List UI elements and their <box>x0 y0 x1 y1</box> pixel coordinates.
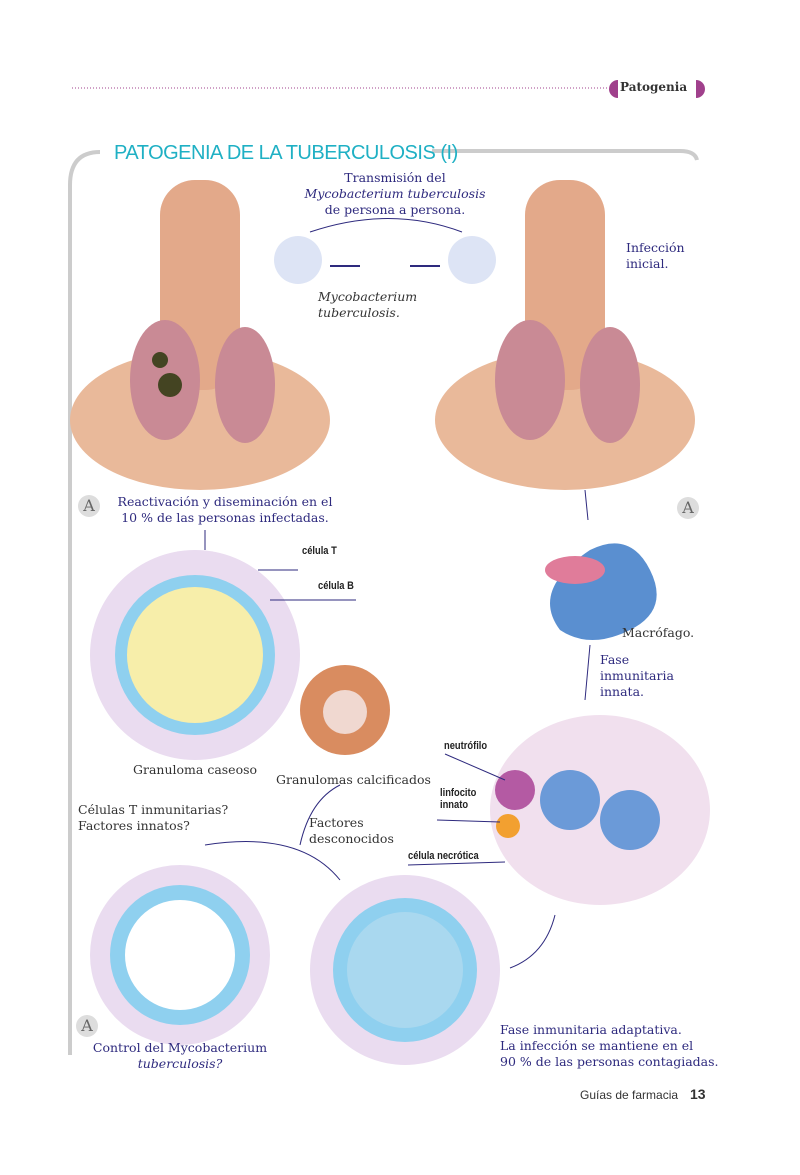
page-number: 13 <box>690 1086 706 1102</box>
adaptive-granuloma <box>310 875 500 1065</box>
caseous-granuloma <box>90 550 300 760</box>
label-line: Control del Mycobacterium <box>92 1040 268 1055</box>
caseous-label: Granuloma caseoso <box>133 762 258 777</box>
control-granuloma <box>90 865 270 1045</box>
arrow <box>309 218 463 233</box>
right-body-figure <box>435 180 695 490</box>
cell-t-label: célula T <box>302 545 337 557</box>
tag-cap-left <box>609 80 618 98</box>
cell-b-label: célula B <box>318 580 354 592</box>
macrophage-label: Macrófago. <box>622 625 695 640</box>
badge-a: A <box>78 495 100 517</box>
caption-line: Mycobacterium tuberculosis <box>304 186 486 201</box>
label-line: Mycobacterium <box>318 289 418 304</box>
innate-phase-label: Fase inmunitaria innata. <box>600 652 674 699</box>
tag-cap-right <box>696 80 705 98</box>
label-line: tuberculosis. <box>318 305 400 320</box>
innate-lymph-label: linfocito innato <box>440 787 477 811</box>
bacteria-cluster-2 <box>448 236 496 284</box>
label-line: tuberculosis? <box>137 1056 223 1071</box>
calcified-label: Granulomas calcificados <box>276 772 431 787</box>
necrotic-label: célula necrótica <box>408 850 479 862</box>
footer-text: Guías de farmacia <box>580 1088 679 1102</box>
infection-label: Infección inicial. <box>626 240 685 271</box>
innate-cluster <box>490 715 710 905</box>
badge-a: A <box>76 1015 98 1037</box>
label-line: Fase inmunitaria adaptativa. <box>500 1022 682 1037</box>
calcified-granuloma <box>300 665 390 755</box>
caption-line: Transmisión del <box>344 170 446 185</box>
neutrophil-label: neutrófilo <box>444 740 488 752</box>
reactivation-label: Reactivación y diseminación en el 10 % d… <box>117 494 333 525</box>
left-body-figure <box>70 180 330 490</box>
adaptive-label: Fase inmunitaria adaptativa.La infección… <box>500 1022 719 1070</box>
label-line: Factores innatos? <box>78 818 190 833</box>
unknown-factors-label: Factores desconocidos <box>309 815 394 846</box>
label-line: 90 % de las personas contagiadas. <box>500 1054 719 1069</box>
section-tag: Patogenia <box>620 80 688 94</box>
label-line: Células T inmunitarias? <box>78 802 229 817</box>
caption-line: de persona a persona. <box>324 202 466 217</box>
frame <box>68 150 101 1055</box>
page-title: PATOGENIA DE LA TUBERCULOSIS (I) <box>114 142 458 164</box>
label-line: La infección se mantiene en el <box>500 1038 694 1053</box>
t-cells-label: Células T inmunitarias?Factores innatos? <box>78 802 228 834</box>
bacteria-cluster-1 <box>274 236 322 284</box>
badge-a: A <box>677 497 699 519</box>
